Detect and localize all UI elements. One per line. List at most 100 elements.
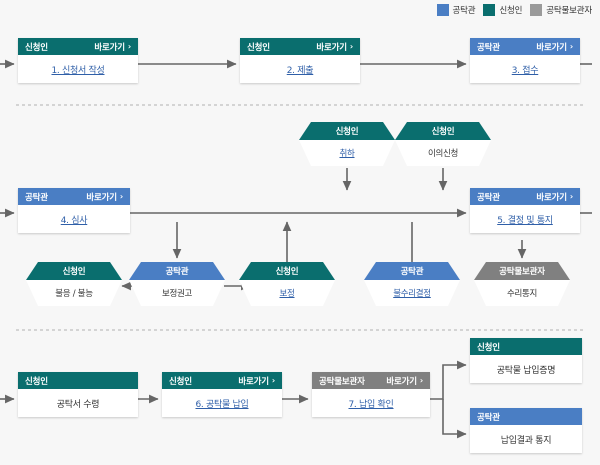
node-body-link[interactable]: 불수리결정 (393, 289, 431, 299)
node-role: 신청인 (239, 262, 335, 280)
node-header: 공탁관 바로가기 › (18, 188, 130, 205)
legend-label: 신청인 (499, 6, 523, 16)
node-application-write[interactable]: 신청인 바로가기 › 1. 신청서 작성 (18, 38, 138, 83)
node-body: 2. 제출 (240, 55, 360, 83)
legend-item-gongtakgwan: 공탁관 (436, 4, 476, 16)
node-header: 신청인 바로가기 › (240, 38, 360, 55)
node-objection: 신청인 이의신청 (395, 122, 491, 166)
node-header: 공탁물보관자 바로가기 › (312, 372, 430, 389)
node-role: 공탁물보관자 (474, 262, 570, 280)
node-deposit-payment[interactable]: 신청인 바로가기 › 6. 공탁물 납입 (162, 372, 282, 417)
node-review[interactable]: 공탁관 바로가기 › 4. 심사 (18, 188, 130, 233)
shortcut-link[interactable]: 바로가기 › (316, 41, 353, 53)
node-body-link[interactable]: 2. 제출 (286, 65, 314, 76)
chevron-right-icon: › (271, 375, 275, 385)
node-body: 불응 / 불능 (26, 280, 122, 306)
node-body-link[interactable]: 6. 공탁물 납입 (195, 399, 249, 410)
legend-swatch-icon (436, 4, 449, 16)
shortcut-link[interactable]: 바로가기 › (386, 375, 423, 387)
chevron-right-icon: › (569, 41, 573, 51)
node-body-link[interactable]: 3. 접수 (511, 65, 539, 76)
node-body-link[interactable]: 취하 (339, 149, 355, 159)
node-rejection-decision[interactable]: 공탁관 불수리결정 (364, 262, 460, 306)
node-body: 공탁물 납입증명 (496, 365, 556, 376)
shortcut-label: 바로가기 (536, 42, 567, 53)
node-decision-notice[interactable]: 공탁관 바로가기 › 5. 결정 및 통지 (470, 188, 580, 233)
legend-swatch-icon (483, 4, 496, 16)
shortcut-link[interactable]: 바로가기 › (238, 375, 275, 387)
chevron-right-icon: › (119, 191, 123, 201)
node-receive-certificate: 신청인 공탁서 수령 (18, 372, 138, 417)
node-header: 신청인 (470, 338, 582, 355)
node-noncompliance: 신청인 불응 / 불능 (26, 262, 122, 306)
node-body: 7. 납입 확인 (312, 389, 430, 417)
node-body-link[interactable]: 5. 결정 및 통지 (497, 215, 553, 226)
node-role: 신청인 (247, 42, 270, 53)
legend-label: 공탁물보관자 (546, 6, 592, 16)
shortcut-label: 바로가기 (94, 42, 125, 53)
node-payment-certificate: 신청인 공탁물 납입증명 (470, 338, 582, 383)
node-body: 공탁서 수령 (56, 399, 100, 410)
node-role: 공탁관 (25, 192, 48, 203)
shortcut-label: 바로가기 (238, 376, 269, 387)
node-body: 보정 (239, 280, 335, 306)
chevron-right-icon: › (569, 191, 573, 201)
shortcut-link[interactable]: 바로가기 › (86, 191, 123, 203)
legend-item-sincheongin: 신청인 (483, 4, 522, 16)
legend-item-gongtakmul-bogwanja: 공탁물보관자 (530, 4, 592, 16)
node-role: 공탁물보관자 (319, 376, 365, 387)
legend: 공탁관 신청인 공탁물보관자 (436, 4, 592, 16)
node-role: 신청인 (26, 262, 122, 280)
node-role: 신청인 (25, 42, 48, 53)
node-submit[interactable]: 신청인 바로가기 › 2. 제출 (240, 38, 360, 83)
node-role: 신청인 (395, 122, 491, 140)
shortcut-link[interactable]: 바로가기 › (536, 41, 573, 53)
node-header: 신청인 바로가기 › (162, 372, 282, 389)
node-role: 공탁관 (364, 262, 460, 280)
node-header: 공탁관 바로가기 › (470, 38, 580, 55)
node-body: 불수리결정 (364, 280, 460, 306)
shortcut-link[interactable]: 바로가기 › (536, 191, 573, 203)
shortcut-label: 바로가기 (386, 376, 417, 387)
chevron-right-icon: › (349, 41, 353, 51)
node-body-link[interactable]: 1. 신청서 작성 (51, 65, 105, 76)
node-header: 신청인 바로가기 › (18, 38, 138, 55)
node-role: 신청인 (299, 122, 395, 140)
node-header: 공탁관 바로가기 › (470, 188, 580, 205)
node-role: 신청인 (169, 376, 192, 387)
node-header: 신청인 (18, 372, 138, 389)
node-header: 공탁관 (470, 408, 582, 425)
node-body: 이의신청 (395, 140, 491, 166)
node-role: 공탁관 (129, 262, 225, 280)
node-acceptance-notice: 공탁물보관자 수리통지 (474, 262, 570, 306)
shortcut-link[interactable]: 바로가기 › (94, 41, 131, 53)
node-role: 공탁관 (477, 42, 500, 53)
node-role: 신청인 (25, 376, 48, 387)
chevron-right-icon: › (419, 375, 423, 385)
legend-label: 공탁관 (452, 6, 476, 16)
node-withdrawal[interactable]: 신청인 취하 (299, 122, 395, 166)
node-role: 신청인 (477, 342, 500, 353)
node-payment-result-notice: 공탁관 납입결과 통지 (470, 408, 582, 453)
node-correction[interactable]: 신청인 보정 (239, 262, 335, 306)
node-body-link[interactable]: 4. 심사 (60, 215, 88, 226)
legend-swatch-icon (530, 4, 543, 16)
chevron-right-icon: › (127, 41, 131, 51)
node-body-link[interactable]: 7. 납입 확인 (348, 399, 394, 410)
node-body: 취하 (299, 140, 395, 166)
node-correction-recommendation: 공탁관 보정권고 (129, 262, 225, 306)
node-body: 납입결과 통지 (500, 435, 552, 446)
node-role: 공탁관 (477, 412, 500, 423)
shortcut-label: 바로가기 (316, 42, 347, 53)
node-body-link[interactable]: 보정 (279, 289, 295, 299)
node-body: 4. 심사 (18, 205, 130, 233)
shortcut-label: 바로가기 (86, 192, 117, 203)
node-payment-confirmation[interactable]: 공탁물보관자 바로가기 › 7. 납입 확인 (312, 372, 430, 417)
node-receipt[interactable]: 공탁관 바로가기 › 3. 접수 (470, 38, 580, 83)
node-body: 보정권고 (129, 280, 225, 306)
node-role: 공탁관 (477, 192, 500, 203)
node-body: 1. 신청서 작성 (18, 55, 138, 83)
node-body: 6. 공탁물 납입 (162, 389, 282, 417)
node-body: 수리통지 (474, 280, 570, 306)
node-body: 3. 접수 (470, 55, 580, 83)
